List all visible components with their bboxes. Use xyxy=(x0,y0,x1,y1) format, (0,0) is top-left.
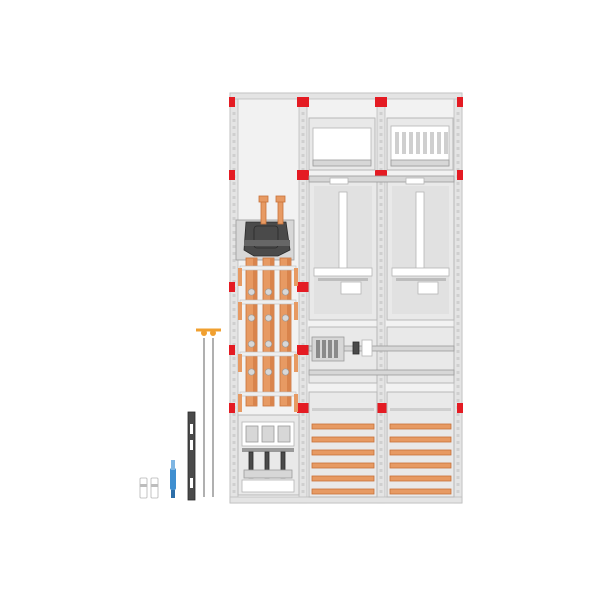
bottom-bar xyxy=(229,496,463,504)
top-bar xyxy=(229,92,463,100)
blue-connector xyxy=(170,460,176,498)
red-mounting-clips xyxy=(229,97,463,413)
fuse-compartment xyxy=(237,414,300,496)
black-bracket xyxy=(187,411,196,501)
meter-clip-left xyxy=(340,281,362,295)
vertical-copper-busbars xyxy=(238,257,298,412)
main-switch-disconnector xyxy=(235,219,295,261)
terminal-block-right xyxy=(390,125,450,167)
terminal-block-left xyxy=(312,127,372,167)
bottom-busbar-trays xyxy=(308,391,455,498)
terminal-connector xyxy=(311,336,373,362)
horizontal-copper-bars xyxy=(311,408,452,495)
spare-fuse-2 xyxy=(150,477,159,499)
din-rail-section xyxy=(308,326,455,384)
support-rod-right xyxy=(206,328,221,497)
spare-fuse-1 xyxy=(139,477,148,499)
loose-accessories xyxy=(139,328,221,501)
support-rod-left xyxy=(196,328,212,497)
meter-clip-right xyxy=(417,281,439,295)
top-terminal-compartments xyxy=(308,117,454,171)
main-busbar-system xyxy=(235,195,300,496)
fuse-holders xyxy=(243,451,293,479)
meter-boards xyxy=(308,175,455,321)
